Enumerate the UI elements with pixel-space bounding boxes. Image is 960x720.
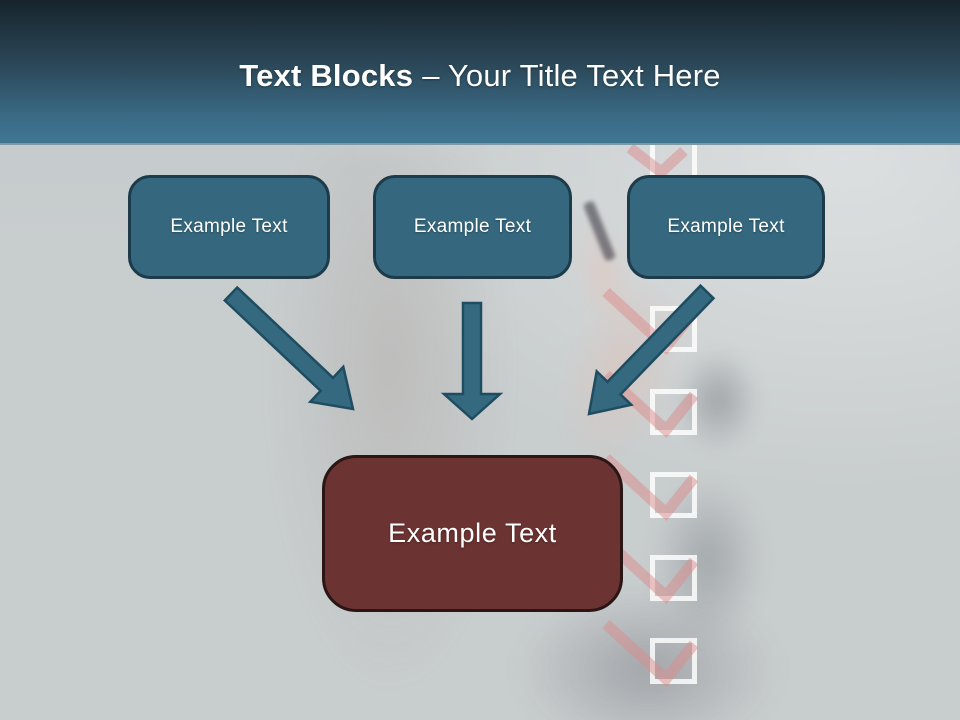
arrow-down-left-icon [587, 283, 716, 416]
checkmark-icon [602, 370, 699, 439]
arrow-down-right-icon [223, 285, 355, 411]
arrow-down-icon [440, 301, 504, 421]
text-block-3-label: Example Text [667, 216, 785, 237]
result-block-label: Example Text [388, 518, 557, 548]
result-block[interactable]: Example Text [322, 455, 623, 612]
checkmark-icon [602, 619, 699, 688]
checkmark-icon [602, 453, 699, 522]
checkmark-icon [602, 536, 699, 605]
title-bold-part: Text Blocks [239, 57, 414, 93]
title-bar: Text Blocks– Your Title Text Here [0, 0, 960, 145]
title-regular-part: – Your Title Text Here [422, 57, 721, 93]
text-block-1[interactable]: Example Text [128, 175, 330, 279]
text-block-2[interactable]: Example Text [373, 175, 572, 279]
text-block-2-label: Example Text [413, 216, 532, 237]
page-title: Text Blocks– Your Title Text Here [239, 50, 720, 94]
text-block-3[interactable]: Example Text [627, 175, 825, 279]
checkmark-icon [626, 143, 688, 180]
text-block-1-label: Example Text [170, 216, 288, 237]
